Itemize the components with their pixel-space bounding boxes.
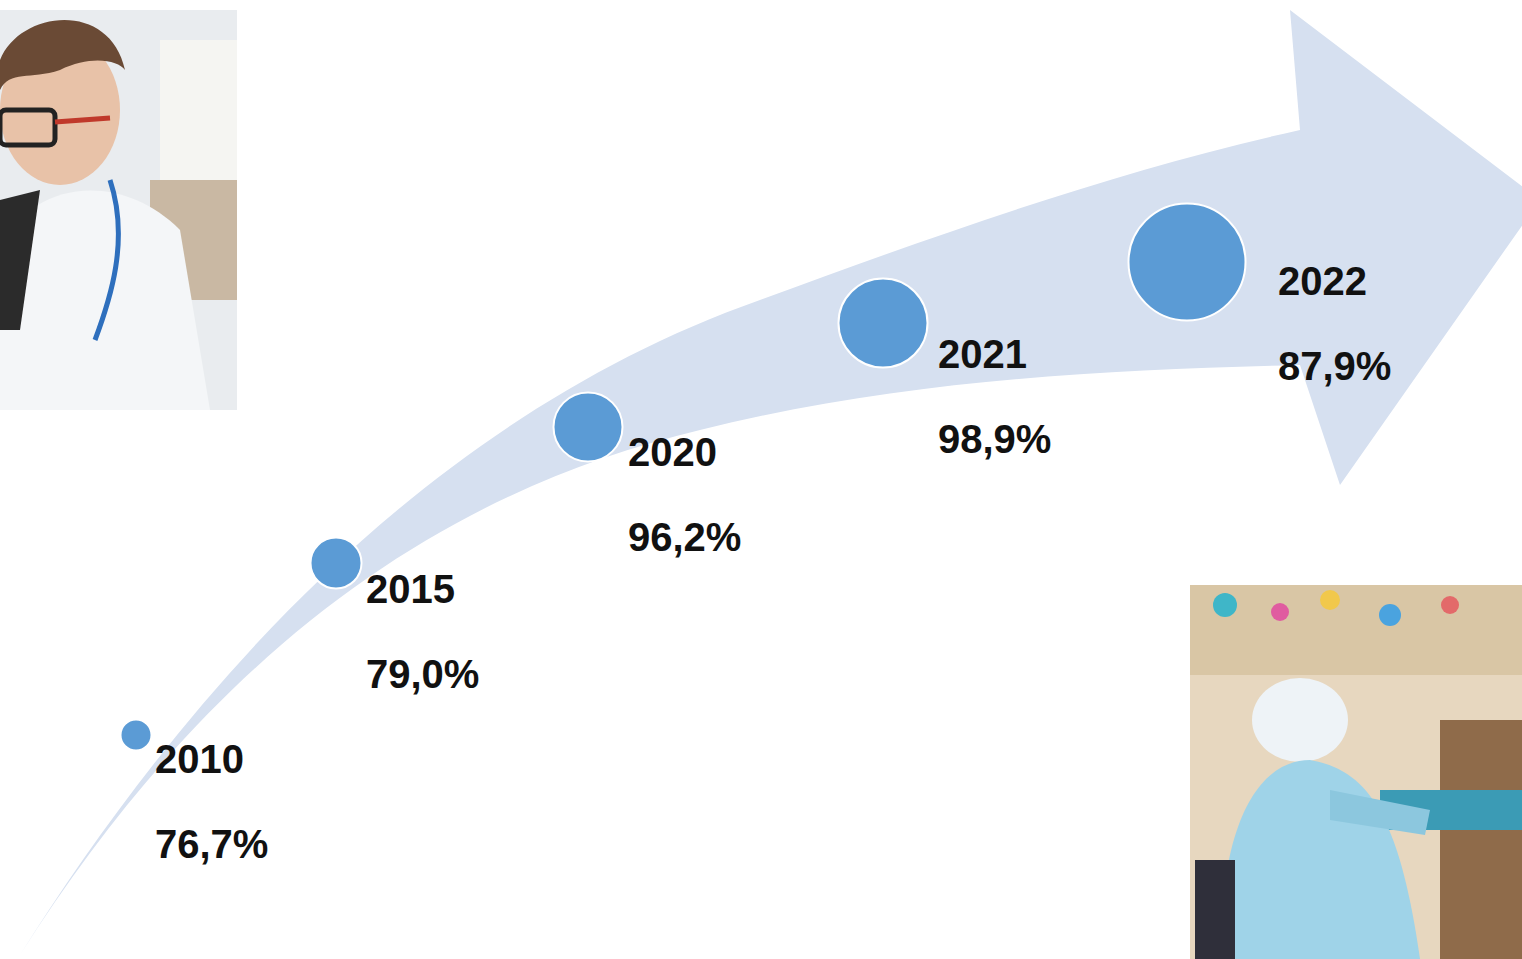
milestone-circle: 201579,0% [309,536,363,590]
circle-fill [311,538,362,589]
year-label: 2022 [1278,257,1367,305]
circle-shape [1127,202,1247,322]
doctor-photo [0,10,237,410]
circle-fill [554,393,623,462]
nurse-photo [1190,585,1522,959]
milestone-circle: 202096,2% [552,391,624,463]
milestone-circle: 202198,9% [837,277,929,369]
percent-label: 87,9% [1278,342,1391,390]
percent-label: 96,2% [628,513,741,561]
circle-shape [309,536,363,590]
circle-fill [121,720,152,751]
year-label: 2020 [628,428,717,476]
year-label: 2021 [938,330,1027,378]
year-label: 2015 [366,565,455,613]
circle-shape [552,391,624,463]
percent-label: 76,7% [155,820,268,868]
circle-fill [1129,204,1246,321]
milestone-circle: 202287,9% [1127,202,1247,322]
milestone-circle: 201076,7% [119,718,153,752]
circle-fill [839,279,928,368]
circle-shape [837,277,929,369]
percent-label: 79,0% [366,650,479,698]
circle-shape [119,718,153,752]
year-label: 2010 [155,735,244,783]
percent-label: 98,9% [938,415,1051,463]
